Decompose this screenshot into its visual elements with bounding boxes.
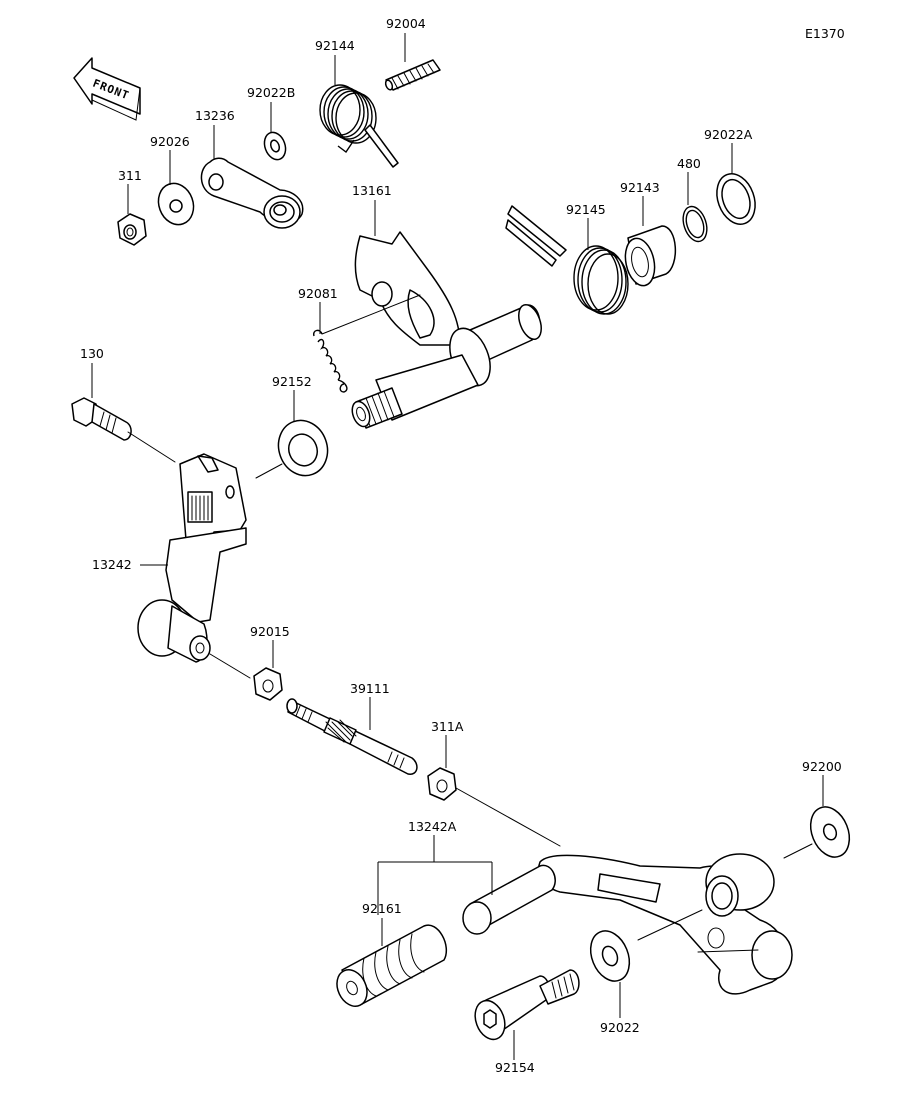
part-13161-shift-shaft[interactable] (349, 231, 546, 429)
part-92154-bolt[interactable] (470, 969, 580, 1044)
label-92015: 92015 (250, 624, 290, 639)
label-130: 130 (80, 346, 104, 361)
label-311A: 311A (431, 719, 464, 734)
label-92026: 92026 (150, 134, 190, 149)
front-arrow-icon: FRONT (73, 57, 141, 121)
label-92145: 92145 (566, 202, 606, 217)
label-92154: 92154 (495, 1060, 535, 1075)
part-92081-spring[interactable] (312, 294, 421, 393)
part-92144-spring[interactable] (319, 84, 399, 168)
part-13242A-pedal[interactable] (462, 853, 793, 995)
part-92143-collar[interactable] (621, 225, 677, 288)
label-311: 311 (118, 168, 142, 183)
label-92004: 92004 (386, 16, 426, 31)
label-39111: 39111 (350, 681, 390, 696)
part-92200-washer[interactable] (783, 801, 856, 863)
part-92022-washer[interactable] (584, 925, 637, 987)
label-13242: 13242 (92, 557, 132, 572)
part-92161-rubber[interactable] (331, 924, 447, 1011)
part-92145-spring[interactable] (505, 205, 629, 315)
part-480-circlip[interactable] (679, 203, 711, 244)
label-92161: 92161 (362, 901, 402, 916)
label-92022: 92022 (600, 1020, 640, 1035)
part-92026-washer[interactable] (153, 178, 199, 229)
label-92200: 92200 (802, 759, 842, 774)
part-92022A-washer[interactable] (710, 168, 762, 229)
diagram-code: E1370 (805, 26, 845, 41)
part-92004-screw[interactable] (384, 59, 441, 91)
label-92152: 92152 (272, 374, 312, 389)
part-311A-nut[interactable] (427, 767, 561, 847)
part-92015-nut[interactable] (253, 667, 283, 701)
label-13242A: 13242A (408, 819, 457, 834)
part-311-nut[interactable] (117, 213, 147, 246)
label-13161: 13161 (352, 183, 392, 198)
label-92144: 92144 (315, 38, 355, 53)
label-92022A: 92022A (704, 127, 753, 142)
label-92081: 92081 (298, 286, 338, 301)
label-13236: 13236 (195, 108, 235, 123)
part-13242-shift-arm[interactable] (137, 453, 251, 679)
part-92152-seal[interactable] (255, 413, 335, 482)
label-92022B: 92022B (247, 85, 295, 100)
part-92022B-washer[interactable] (261, 129, 289, 162)
part-130-bolt[interactable] (71, 397, 176, 463)
label-480: 480 (677, 156, 701, 171)
part-13236-lever[interactable] (200, 157, 304, 229)
part-39111-rod[interactable] (286, 698, 418, 775)
label-92143: 92143 (620, 180, 660, 195)
